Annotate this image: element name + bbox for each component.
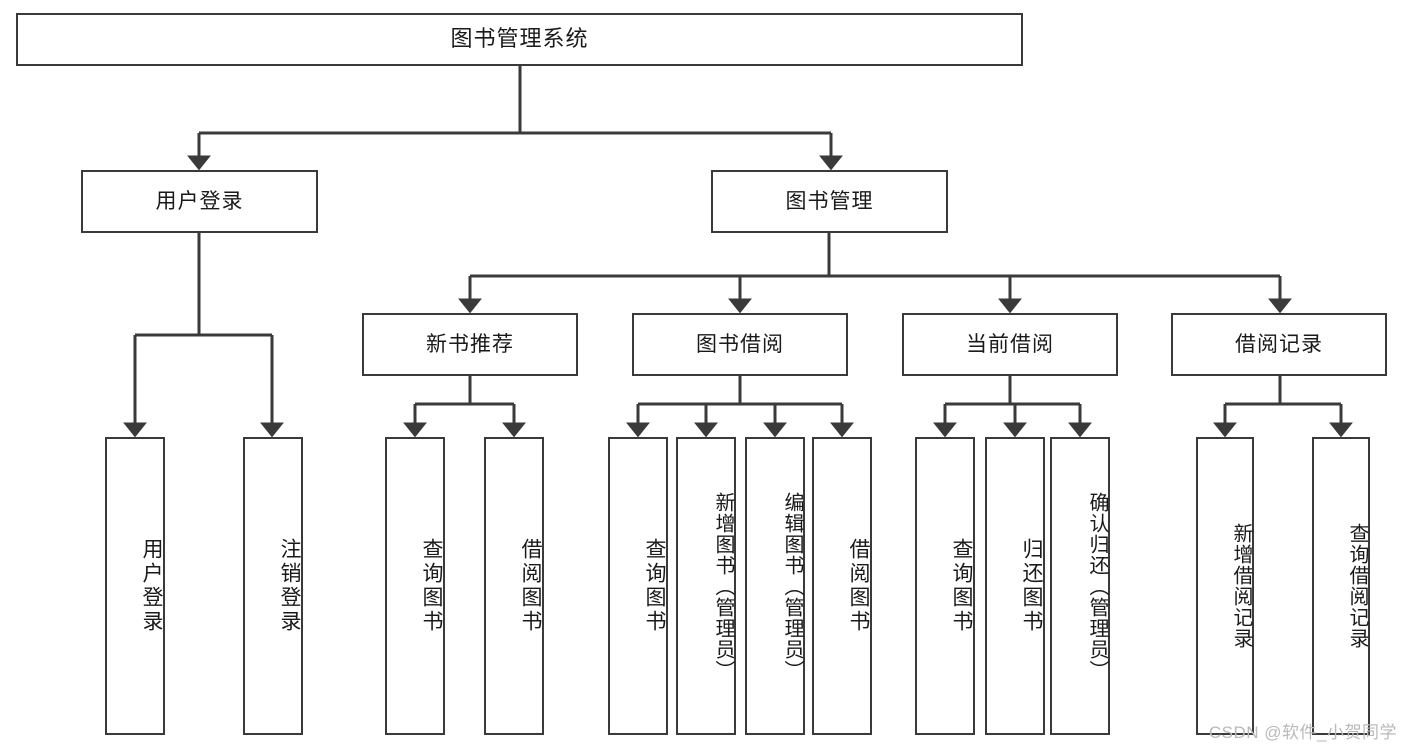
leaf-query-books-newbook[interactable]: 查询图书 bbox=[385, 437, 445, 735]
leaf-borrow-books[interactable]: 借阅图书 bbox=[812, 437, 872, 735]
node-new-book-recommendation[interactable]: 新书推荐 bbox=[362, 313, 578, 376]
node-book-borrowing[interactable]: 图书借阅 bbox=[632, 313, 848, 376]
csdn-watermark: CSDN @软件_小贺同学 bbox=[1208, 723, 1397, 742]
leaf-user-login[interactable]: 用户登录 bbox=[105, 437, 165, 735]
leaf-query-books-current[interactable]: 查询图书 bbox=[915, 437, 975, 735]
leaf-query-borrow-record[interactable]: 查询借阅记录 bbox=[1312, 437, 1370, 735]
node-root-book-management-system[interactable]: 图书管理系统 bbox=[16, 13, 1023, 66]
leaf-borrow-books-newbook[interactable]: 借阅图书 bbox=[484, 437, 544, 735]
node-user-login[interactable]: 用户登录 bbox=[81, 170, 318, 233]
leaf-add-book-admin[interactable]: 新增图书（管理员） bbox=[676, 437, 736, 735]
leaf-add-borrow-record[interactable]: 新增借阅记录 bbox=[1196, 437, 1254, 735]
leaf-edit-book-admin[interactable]: 编辑图书（管理员） bbox=[745, 437, 805, 735]
leaf-return-books[interactable]: 归还图书 bbox=[985, 437, 1045, 735]
node-current-borrowing[interactable]: 当前借阅 bbox=[902, 313, 1118, 376]
node-book-management[interactable]: 图书管理 bbox=[711, 170, 948, 233]
leaf-query-books-borrow[interactable]: 查询图书 bbox=[608, 437, 668, 735]
node-borrowing-records[interactable]: 借阅记录 bbox=[1171, 313, 1387, 376]
leaf-confirm-return-admin[interactable]: 确认归还（管理员） bbox=[1050, 437, 1110, 735]
leaf-logout[interactable]: 注销登录 bbox=[243, 437, 303, 735]
